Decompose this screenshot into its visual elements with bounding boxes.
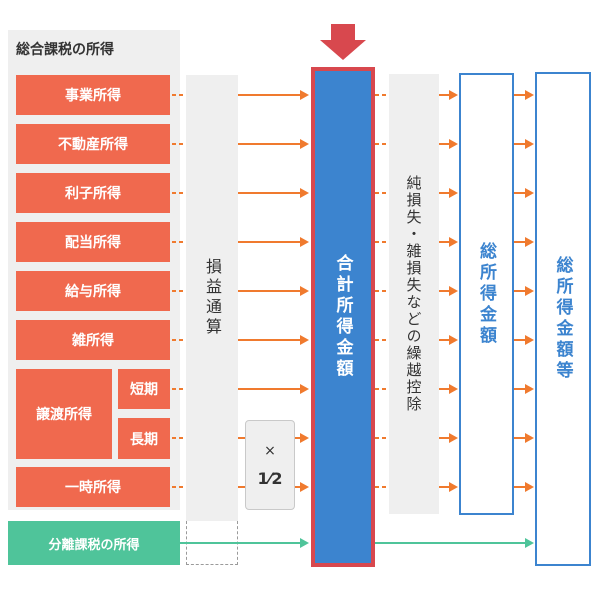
gross-to-etc-arrow-8 bbox=[514, 482, 534, 492]
offset-to-total-arrow-3 bbox=[238, 237, 309, 247]
offset-to-total-arrow-0 bbox=[238, 90, 309, 100]
transfer-long-term: 長期 bbox=[118, 418, 170, 459]
half-multiplier-box: × 1⁄2 bbox=[245, 420, 295, 510]
gross-income-label: 総所得金額 bbox=[476, 241, 496, 347]
separate-to-etc-arrow bbox=[375, 538, 534, 548]
income-real-estate: 不動産所得 bbox=[16, 124, 170, 164]
carryover-deduction-column: 純損失・雑損失などの繰越控除 bbox=[389, 74, 439, 514]
offset-to-total-arrow-2 bbox=[238, 188, 309, 198]
income-dividend: 配当所得 bbox=[16, 222, 170, 262]
gross-to-etc-arrow-2 bbox=[514, 188, 534, 198]
income-business: 事業所得 bbox=[16, 75, 170, 115]
gross-income-etc-label: 総所得金額等 bbox=[552, 256, 573, 382]
income-misc: 雑所得 bbox=[16, 320, 170, 360]
gross-to-etc-arrow-1 bbox=[514, 139, 534, 149]
offset-to-total-arrow-6 bbox=[238, 384, 309, 394]
carryover-to-gross-arrow-2 bbox=[439, 188, 458, 198]
gross-income-etc-column: 総所得金額等 bbox=[535, 72, 591, 566]
transfer-short-term: 短期 bbox=[118, 369, 170, 409]
income-transfer: 譲渡所得 bbox=[16, 369, 112, 459]
offset-to-total-arrow-8 bbox=[295, 482, 309, 492]
carryover-to-gross-arrow-4 bbox=[439, 286, 458, 296]
offset-to-total-arrow-5 bbox=[238, 335, 309, 345]
gross-to-etc-arrow-4 bbox=[514, 286, 534, 296]
loss-offset-label: 損益通算 bbox=[203, 258, 222, 338]
total-income-label: 合計所得金額 bbox=[332, 254, 353, 380]
carryover-to-gross-arrow-0 bbox=[439, 90, 458, 100]
half-fraction: 1⁄2 bbox=[257, 468, 283, 488]
gross-to-etc-arrow-3 bbox=[514, 237, 534, 247]
loss-offset-column: 損益通算 bbox=[186, 75, 238, 521]
separate-taxation-income: 分離課税の所得 bbox=[8, 521, 180, 565]
carryover-deduction-label: 純損失・雑損失などの繰越控除 bbox=[404, 175, 423, 413]
multiply-sign: × bbox=[264, 442, 276, 459]
gross-to-etc-arrow-5 bbox=[514, 335, 534, 345]
gross-income-column: 総所得金額 bbox=[459, 73, 514, 515]
panel-title: 総合課税の所得 bbox=[16, 42, 114, 58]
income-salary: 給与所得 bbox=[16, 271, 170, 311]
carryover-to-gross-arrow-3 bbox=[439, 237, 458, 247]
down-arrow-icon bbox=[320, 24, 366, 60]
gross-to-etc-arrow-7 bbox=[514, 433, 534, 443]
carryover-to-gross-arrow-1 bbox=[439, 139, 458, 149]
total-income-column: 合計所得金額 bbox=[311, 67, 375, 567]
carryover-to-gross-arrow-5 bbox=[439, 335, 458, 345]
offset-to-total-arrow-7 bbox=[295, 433, 309, 443]
income-interest: 利子所得 bbox=[16, 173, 170, 213]
offset-to-total-arrow-1 bbox=[238, 139, 309, 149]
carryover-to-gross-arrow-8 bbox=[439, 482, 458, 492]
carryover-to-gross-arrow-7 bbox=[439, 433, 458, 443]
gross-to-etc-arrow-0 bbox=[514, 90, 534, 100]
carryover-to-gross-arrow-6 bbox=[439, 384, 458, 394]
income-one-time: 一時所得 bbox=[16, 467, 170, 507]
offset-to-total-arrow-4 bbox=[238, 286, 309, 296]
gross-to-etc-arrow-6 bbox=[514, 384, 534, 394]
separate-to-total-arrow bbox=[180, 538, 309, 548]
